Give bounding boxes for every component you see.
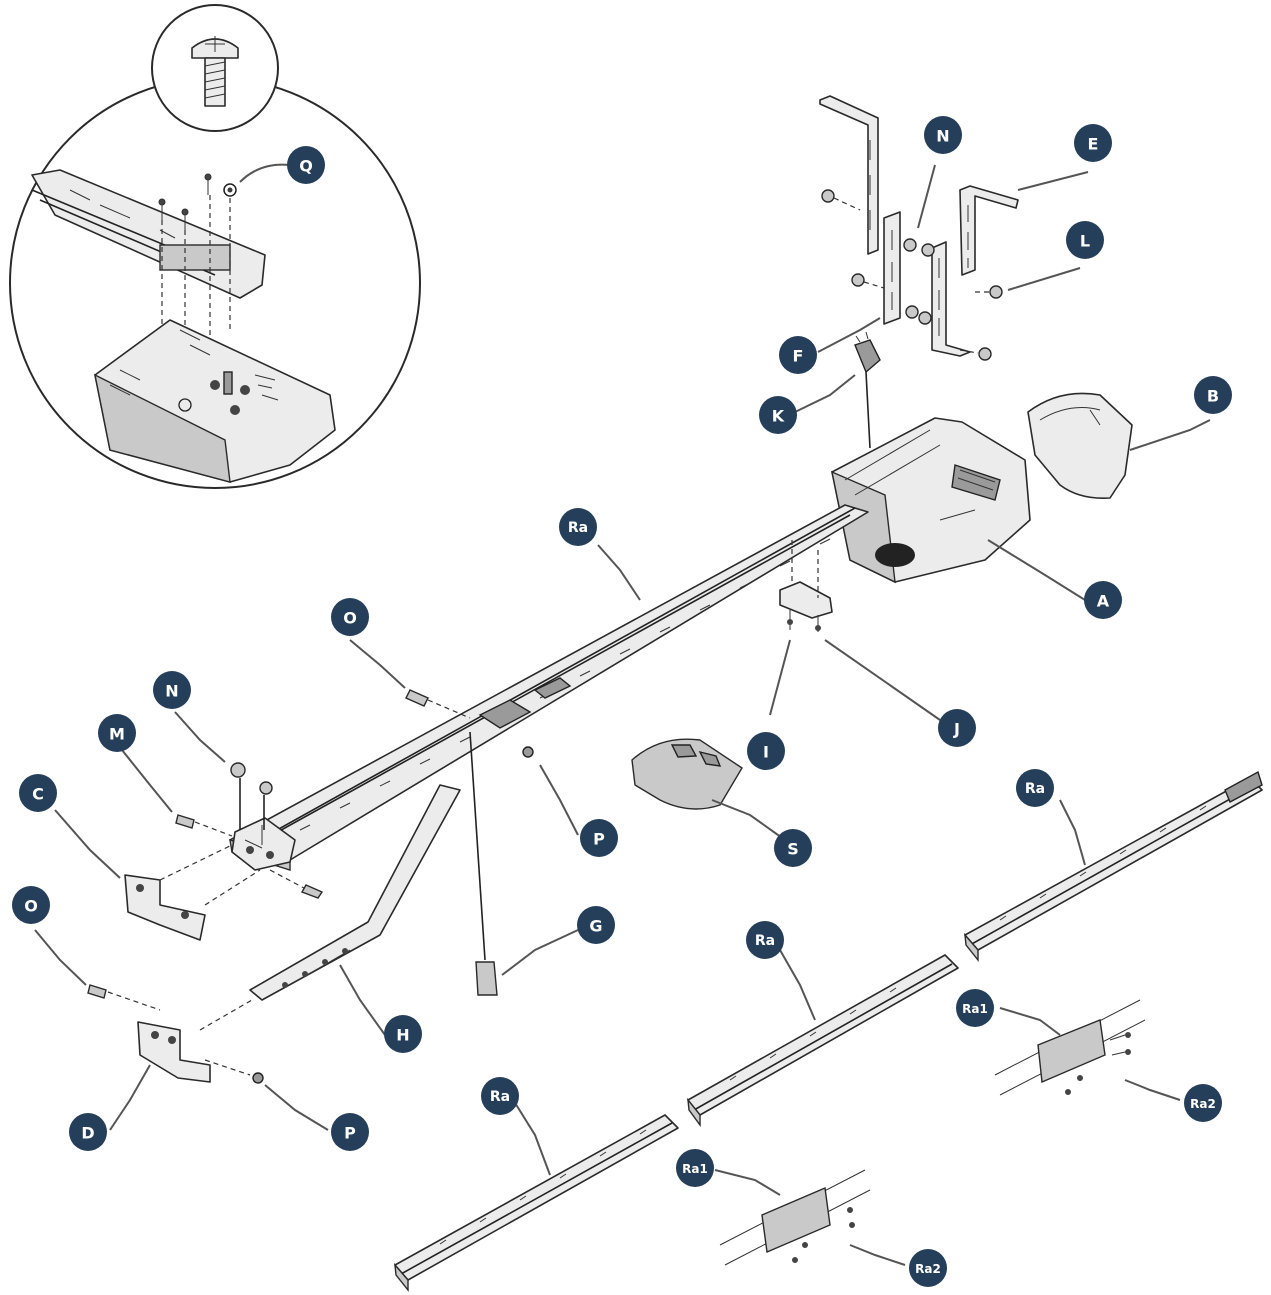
callout-e: E [1074, 124, 1112, 162]
callout-d: D [69, 1113, 107, 1151]
bracket-nuts [821, 189, 1003, 361]
svg-text:C: C [32, 785, 44, 804]
rail-section-right [964, 770, 1263, 962]
svg-text:B: B [1207, 387, 1219, 406]
svg-text:Q: Q [299, 157, 313, 176]
callout-j: J [938, 709, 976, 747]
svg-text:Ra: Ra [490, 1089, 510, 1105]
power-plug-icon [854, 331, 881, 449]
callout-p-bottom: P [331, 1113, 369, 1151]
callout-ra2-bottom: Ra2 [909, 1249, 947, 1287]
svg-text:K: K [772, 407, 785, 426]
svg-text:Ra2: Ra2 [1190, 1097, 1216, 1111]
callout-o-bottom: O [12, 886, 50, 924]
main-rail [229, 504, 869, 871]
release-cord [469, 731, 579, 996]
callout-a: A [1084, 581, 1122, 619]
front-bracket-assembly [54, 711, 324, 941]
callout-ra1-right: Ra1 [956, 989, 994, 1027]
svg-text:L: L [1080, 232, 1090, 251]
svg-text:O: O [343, 609, 357, 628]
svg-text:P: P [593, 830, 605, 849]
callout-n-top: N [924, 116, 962, 154]
callout-l: L [1066, 221, 1104, 259]
svg-text:Ra1: Ra1 [682, 1162, 708, 1176]
rail-hanger-bracket [769, 540, 941, 721]
motor-cover [1027, 392, 1211, 500]
callout-n-left: N [153, 671, 191, 709]
svg-text:Ra: Ra [568, 520, 588, 536]
motor-head-detail [94, 319, 336, 483]
callout-ra1-bottom: Ra1 [676, 1149, 714, 1187]
callout-p-mid: P [580, 819, 618, 857]
door-arm [249, 784, 461, 1036]
svg-text:E: E [1088, 135, 1099, 154]
svg-text:Ra: Ra [1025, 781, 1045, 797]
callout-i: I [747, 732, 785, 770]
svg-text:F: F [793, 347, 804, 366]
svg-text:P: P [344, 1124, 356, 1143]
rail-connector-right [994, 999, 1181, 1101]
svg-text:H: H [396, 1026, 409, 1045]
door-bracket-assembly [34, 929, 329, 1131]
rail-section-bottom [394, 1097, 679, 1292]
rail-connector-bottom [714, 1169, 906, 1266]
callout-ra-main: Ra [559, 508, 597, 546]
rail-end-detail [31, 169, 266, 410]
svg-text:G: G [589, 917, 602, 936]
callout-ra-right: Ra [1016, 769, 1054, 807]
callout-q: Q [287, 146, 325, 184]
callout-c: C [19, 774, 57, 812]
detail-magnifier [9, 4, 421, 489]
svg-text:N: N [165, 682, 178, 701]
callout-g: G [577, 906, 615, 944]
svg-text:O: O [24, 897, 38, 916]
svg-text:Ra1: Ra1 [962, 1002, 988, 1016]
callout-o-top: O [331, 598, 369, 636]
callout-f: F [779, 336, 817, 374]
callout-k: K [759, 396, 797, 434]
callout-ra-middle: Ra [746, 921, 784, 959]
pin-and-clip-top [349, 639, 579, 836]
svg-text:D: D [81, 1124, 94, 1143]
callout-b: B [1194, 376, 1232, 414]
svg-text:Ra: Ra [755, 933, 775, 949]
svg-text:Ra2: Ra2 [915, 1262, 941, 1276]
svg-text:J: J [953, 720, 960, 739]
ceiling-brackets [794, 95, 1089, 449]
callout-h: H [384, 1015, 422, 1053]
callout-m: M [98, 714, 136, 752]
motor-unit [831, 417, 1086, 601]
callout-ra2-right: Ra2 [1184, 1084, 1222, 1122]
rail-section-middle [687, 949, 959, 1128]
callout-ra-bottom: Ra [481, 1077, 519, 1115]
svg-text:S: S [787, 840, 799, 859]
svg-text:A: A [1097, 592, 1110, 611]
remote-control-icon [631, 738, 786, 841]
svg-text:M: M [109, 725, 125, 744]
svg-text:I: I [763, 743, 769, 762]
screw-detail-icon [191, 36, 239, 107]
svg-text:N: N [936, 127, 949, 146]
callout-s: S [774, 829, 812, 867]
